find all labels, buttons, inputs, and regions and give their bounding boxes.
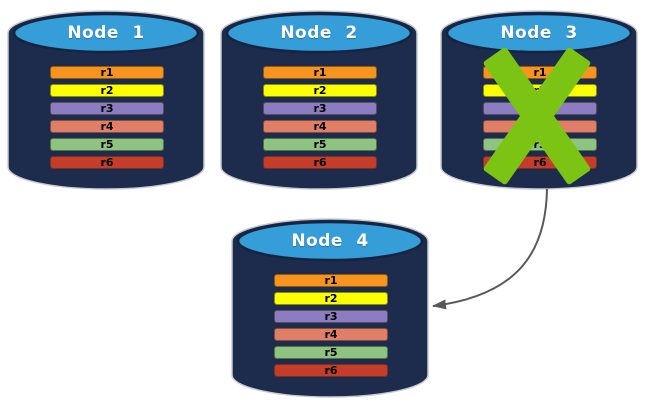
record-label: r3: [313, 102, 327, 115]
record-bar-r4: r4: [274, 328, 388, 341]
record-label: r4: [324, 328, 338, 341]
record-list: r1 r2 r3 r4 r5 r6: [274, 274, 388, 382]
record-bar-r2: r2: [274, 292, 388, 305]
record-bar-r1: r1: [274, 274, 388, 287]
record-bar-r4: r4: [50, 120, 164, 133]
record-bar-r6: r6: [263, 156, 377, 169]
record-bar-r6: r6: [50, 156, 164, 169]
record-bar-r5: r5: [274, 346, 388, 359]
record-label: r1: [324, 274, 338, 287]
record-bar-r3: r3: [50, 102, 164, 115]
node-title: Node 2: [280, 23, 358, 43]
record-label: r4: [313, 120, 327, 133]
node-3: Node 3 r1 r2 r3 r4 r5 r6: [440, 10, 638, 190]
node-1: Node 1 r1 r2 r3 r4 r5 r6: [7, 10, 205, 190]
record-bar-r2: r2: [50, 84, 164, 97]
record-bar-r1: r1: [263, 66, 377, 79]
record-label: r3: [100, 102, 114, 115]
record-label: r2: [313, 84, 327, 97]
arrow-curve: [432, 188, 548, 310]
record-list: r1 r2 r3 r4 r5 r6: [263, 66, 377, 174]
record-bar-r1: r1: [50, 66, 164, 79]
node-4: Node 4 r1 r2 r3 r4 r5 r6: [231, 218, 429, 398]
record-label: r3: [324, 310, 338, 323]
node-title: Node 3: [500, 23, 578, 43]
record-label: r6: [313, 156, 327, 169]
record-label: r1: [100, 66, 114, 79]
node-2: Node 2 r1 r2 r3 r4 r5 r6: [220, 10, 418, 190]
record-bar-r2: r2: [263, 84, 377, 97]
record-label: r6: [324, 364, 338, 377]
record-label: r5: [100, 138, 114, 151]
record-label: r1: [533, 66, 547, 79]
record-label: r5: [324, 346, 338, 359]
record-bar-r3: r3: [263, 102, 377, 115]
record-bar-r6: r6: [274, 364, 388, 377]
record-bar-r5: r5: [50, 138, 164, 151]
record-label: r1: [313, 66, 327, 79]
record-label: r6: [100, 156, 114, 169]
record-label: r2: [100, 84, 114, 97]
record-bar-r4: r4: [263, 120, 377, 133]
record-bar-r5: r5: [263, 138, 377, 151]
record-list: r1 r2 r3 r4 r5 r6: [50, 66, 164, 174]
record-label: r4: [100, 120, 114, 133]
node-title: Node 4: [291, 231, 369, 251]
record-label: r6: [533, 156, 547, 169]
node-title: Node 1: [67, 23, 145, 43]
record-bar-r3: r3: [274, 310, 388, 323]
record-label: r5: [313, 138, 327, 151]
failure-x-mark: [440, 10, 638, 190]
record-label: r2: [324, 292, 338, 305]
